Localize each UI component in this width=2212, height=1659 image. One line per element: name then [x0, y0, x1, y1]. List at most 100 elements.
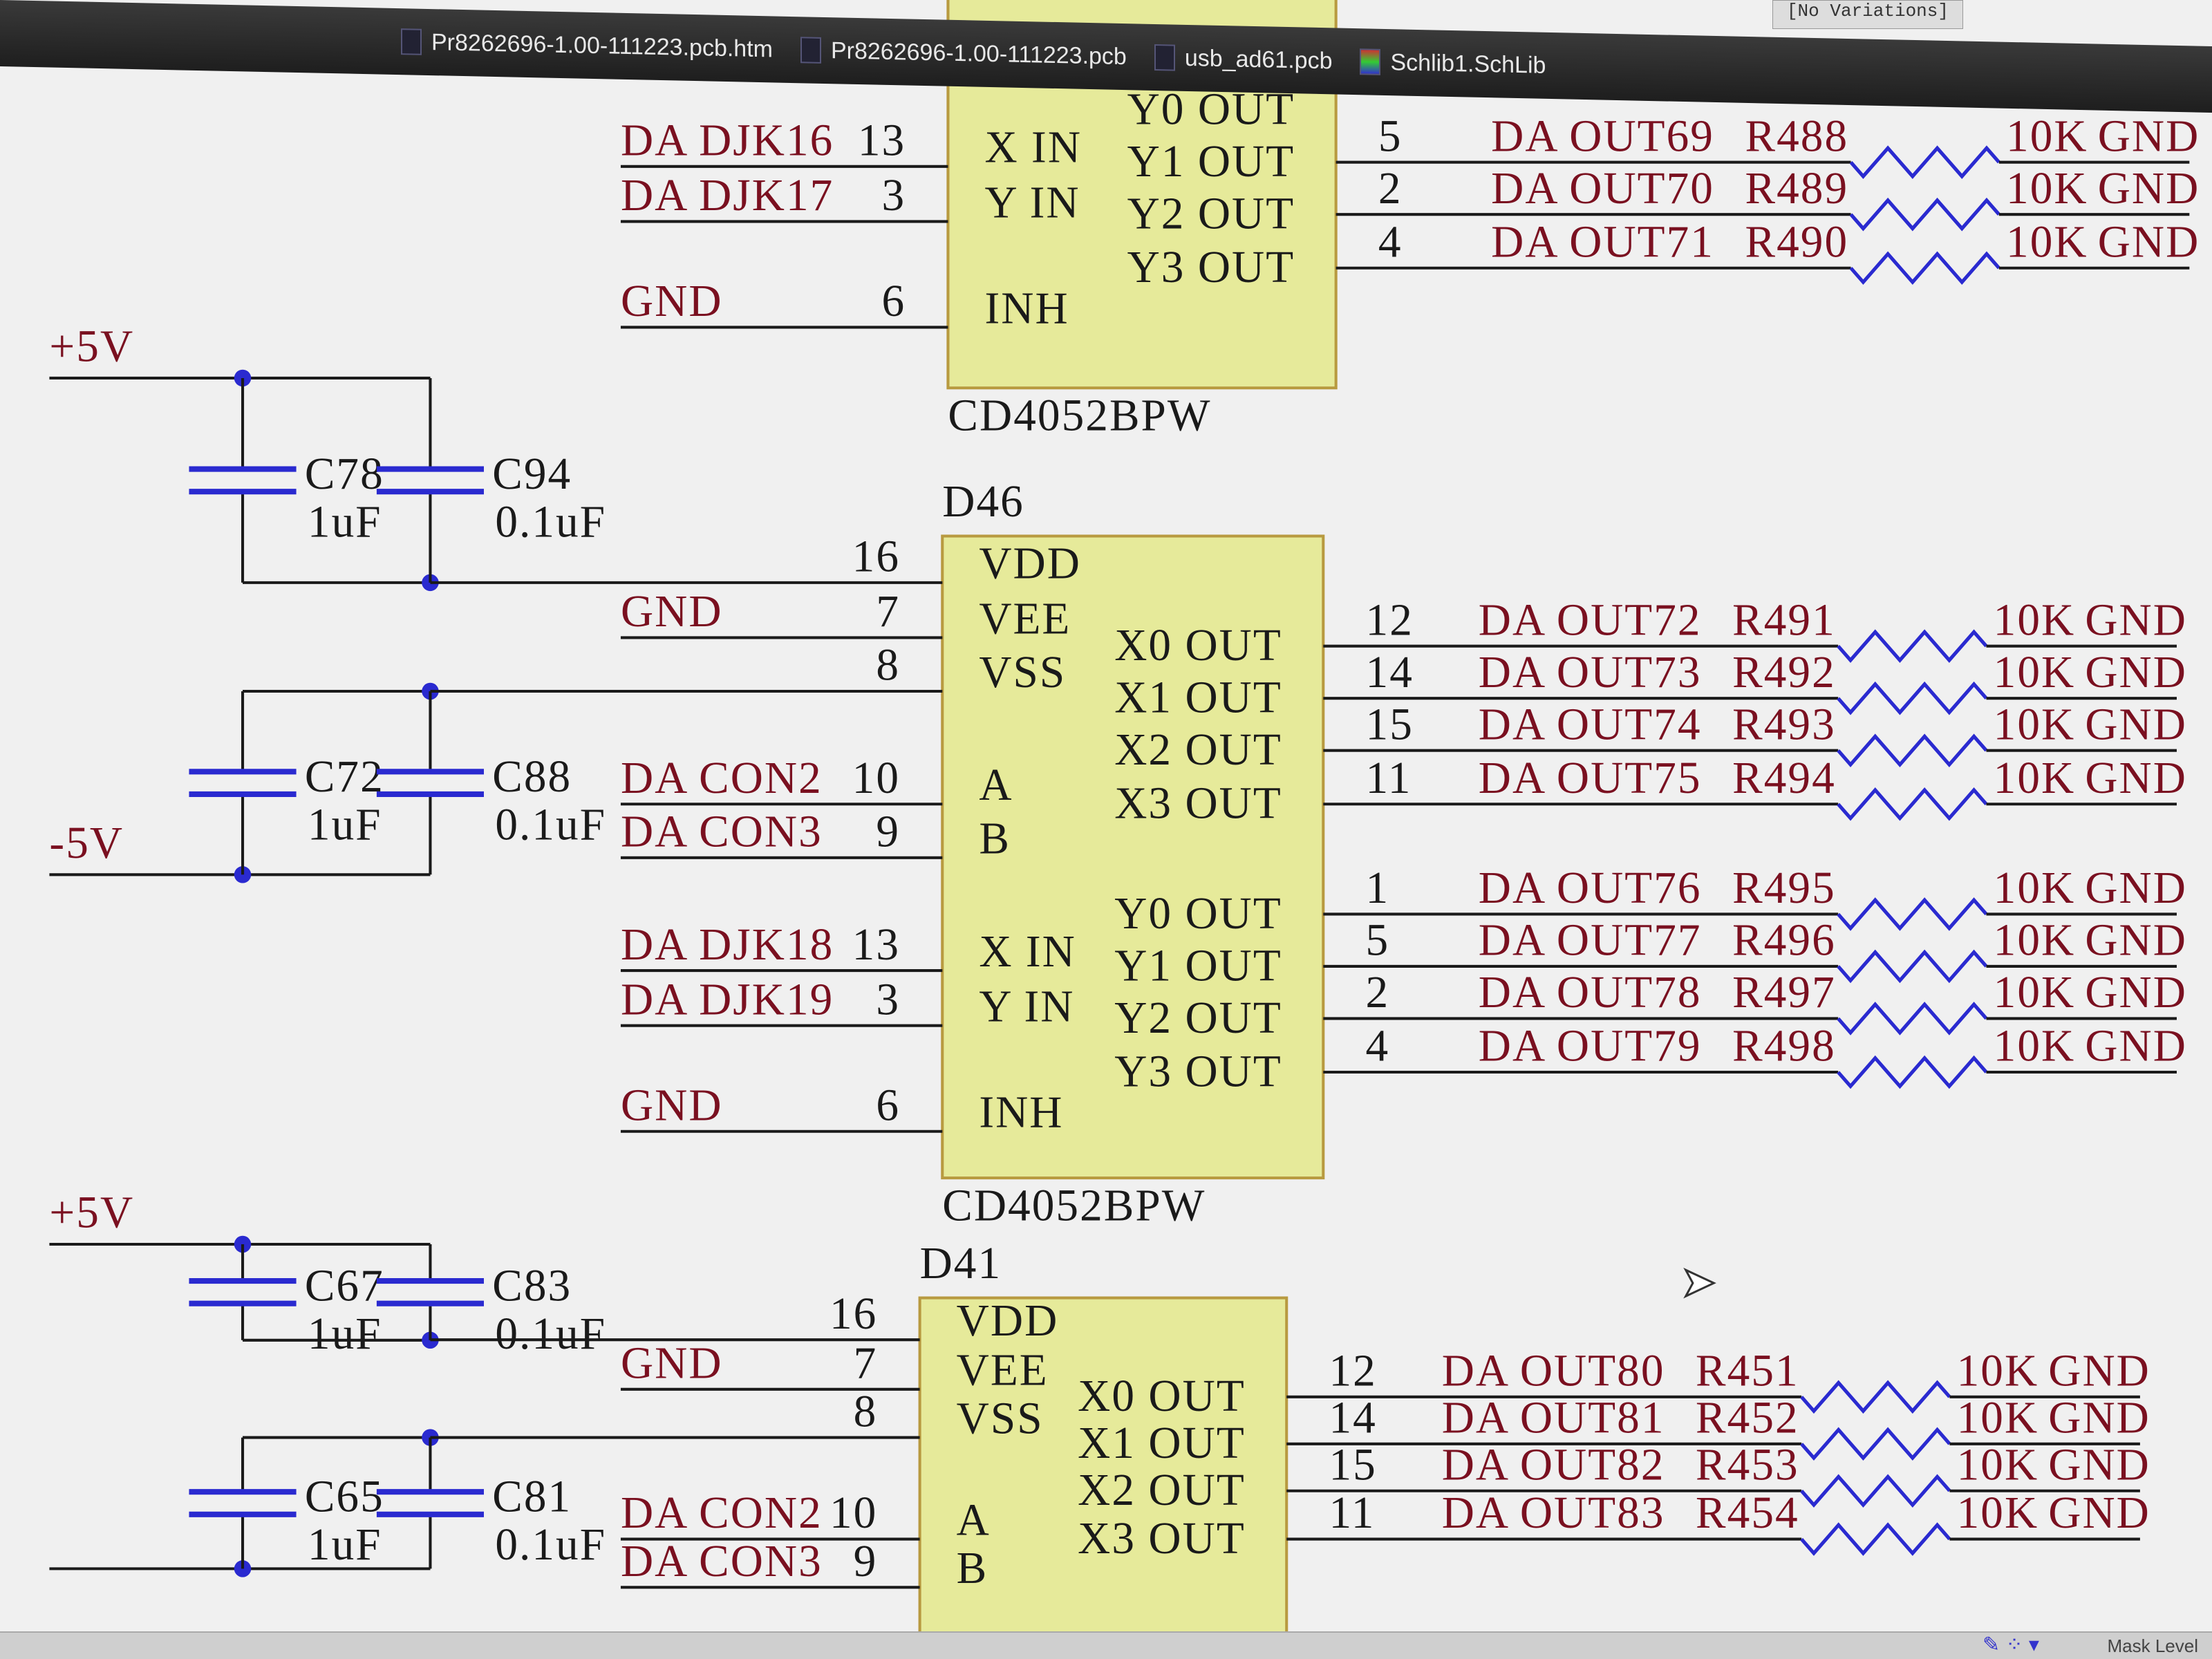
pin-name: X1 OUT: [1078, 1418, 1246, 1468]
pin-name: A: [979, 760, 1013, 810]
status-tool-icons[interactable]: ✎ ⁘ ▾: [1982, 1633, 2039, 1656]
net-label: DA OUT75: [1479, 753, 1702, 803]
gnd-net-label: GND: [2085, 1022, 2187, 1071]
resistor-designator: R490: [1745, 217, 1848, 267]
net-label: DA OUT74: [1479, 700, 1702, 749]
resistor-designator: R453: [1696, 1440, 1799, 1490]
resistor-designator: R496: [1732, 916, 1836, 966]
resistor-symbol: [1837, 1055, 1988, 1089]
tab-pcb[interactable]: Pr8262696-1.00-111223.pcb: [800, 37, 1127, 71]
pin-name: B: [957, 1544, 988, 1593]
pin-number: 14: [1366, 648, 1414, 697]
pin-name: X0 OUT: [1078, 1371, 1246, 1421]
chip-part-number: CD4052BPW: [942, 1181, 1206, 1230]
resistor-designator: R498: [1732, 1022, 1836, 1071]
tab-usb-pcb[interactable]: usb_ad61.pcb: [1154, 44, 1332, 74]
pin-name: VDD: [957, 1296, 1059, 1346]
net-label: DA OUT78: [1479, 968, 1702, 1018]
tab-label: Schlib1.SchLib: [1390, 48, 1546, 79]
resistor-designator: R454: [1696, 1488, 1799, 1538]
resistor-value: 10K: [1994, 916, 2076, 966]
net-label: DA CON2: [621, 1488, 823, 1538]
resistor-designator: R494: [1732, 753, 1836, 803]
pin-name: X2 OUT: [1078, 1465, 1246, 1515]
capacitor-value: 1uF: [308, 1520, 382, 1570]
power-rail-label: +5V: [49, 1188, 134, 1238]
resistor-symbol: [1800, 1522, 1951, 1556]
pin-name: VEE: [957, 1346, 1049, 1396]
mask-level-button[interactable]: Mask Level: [2107, 1635, 2199, 1656]
resistor-designator: R489: [1745, 164, 1848, 214]
tab-schlib[interactable]: Schlib1.SchLib: [1360, 48, 1546, 79]
pin-number: 8: [854, 1387, 878, 1436]
capacitor-value: 1uF: [308, 498, 382, 547]
resistor-value: 10K: [1994, 1022, 2076, 1071]
gnd-net-label: GND: [2098, 111, 2200, 161]
tab-pcb-htm[interactable]: Pr8262696-1.00-111223.pcb.htm: [401, 28, 773, 63]
capacitor-designator: C78: [305, 449, 384, 499]
pin-number: 16: [852, 532, 900, 582]
resistor-value: 10K: [2006, 217, 2088, 267]
gnd-net-label: GND: [2085, 648, 2187, 697]
resistor-symbol: [1837, 787, 1988, 821]
gnd-net-label: GND: [2085, 753, 2187, 803]
pin-name: Y1 OUT: [1127, 137, 1295, 187]
gnd-net-label: GND: [2098, 164, 2200, 214]
resistor-symbol: [1837, 1002, 1988, 1035]
net-label: DA CON3: [621, 1537, 823, 1586]
pin-number: 15: [1366, 700, 1414, 749]
resistor-value: 10K: [2006, 111, 2088, 161]
pin-name: Y0 OUT: [1127, 85, 1295, 135]
pin-number: 5: [1378, 111, 1403, 161]
pin-number: 7: [876, 587, 900, 637]
net-label: DA DJK18: [621, 920, 834, 970]
pin-name: X1 OUT: [1114, 673, 1282, 723]
net-label: GND: [621, 276, 723, 326]
net-label: DA DJK17: [621, 171, 834, 221]
gnd-net-label: GND: [2085, 700, 2187, 749]
pin-name: X IN: [979, 927, 1076, 977]
pin-name: Y3 OUT: [1114, 1047, 1282, 1096]
net-label: DA OUT76: [1479, 863, 1702, 913]
resistor-symbol: [1837, 733, 1988, 767]
pin-number: 3: [882, 171, 906, 221]
chip-designator: D46: [942, 477, 1024, 527]
capacitor-designator: C67: [305, 1262, 384, 1311]
pin-name: Y1 OUT: [1114, 941, 1282, 991]
chip-designator: D41: [920, 1239, 1002, 1288]
capacitor-designator: C88: [492, 752, 572, 802]
resistor-value: 10K: [1957, 1346, 2039, 1396]
power-rail-label: +5V: [49, 321, 134, 371]
capacitor-groups: +5VC781uFC940.1uF-5VC721uFC880.1uF+5VC67…: [49, 321, 605, 1577]
variations-dropdown[interactable]: [No Variations]: [1772, 0, 1963, 29]
resistor-value: 10K: [1994, 595, 2076, 645]
pin-number: 4: [1366, 1022, 1390, 1071]
resistor-symbol: [1800, 1474, 1951, 1508]
chip-body: [941, 534, 1325, 1180]
pin-number: 14: [1329, 1393, 1376, 1443]
pin-name: X3 OUT: [1114, 779, 1282, 829]
resistor-symbol: [1837, 949, 1988, 984]
capacitor-designator: C83: [492, 1262, 572, 1311]
pin-number: 9: [876, 807, 900, 856]
resistor-value: 10K: [1994, 753, 2076, 803]
gnd-net-label: GND: [2048, 1440, 2150, 1490]
